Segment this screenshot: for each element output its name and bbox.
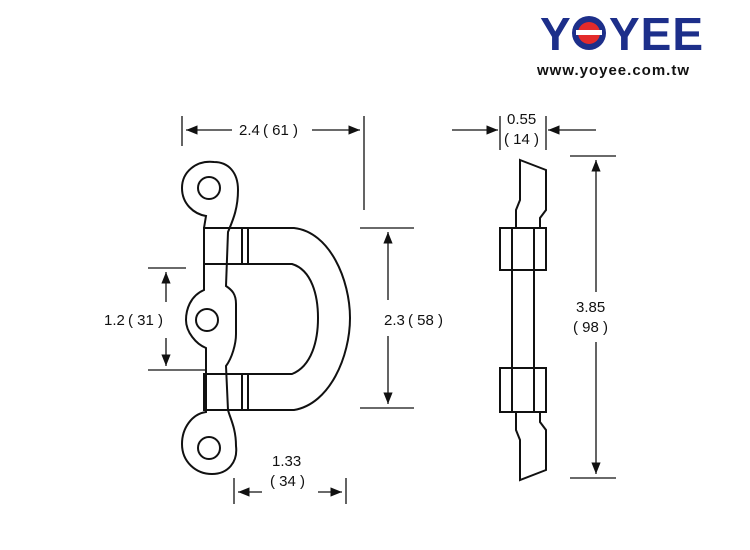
lower-knuckle bbox=[203, 373, 249, 411]
middle-hole bbox=[195, 308, 219, 332]
logo-text-right: YEE bbox=[609, 8, 704, 60]
side-upper-knuckle bbox=[499, 227, 547, 271]
loop-depth-mm-label: ( 34 ) bbox=[270, 473, 305, 490]
upper-knuckle bbox=[203, 227, 249, 265]
mounting-plate-outline bbox=[180, 160, 240, 476]
side-profile-bottom bbox=[515, 411, 547, 482]
website-url: www.yoyee.com.tw bbox=[536, 62, 690, 79]
loop-height-label: 2.3 bbox=[384, 312, 405, 329]
logo-o-emblem bbox=[572, 16, 606, 50]
dimension-labels: 2.4 ( 61 ) 0.55 ( 14 ) 1.2 ( 31 ) 2.3 ( … bbox=[104, 111, 608, 490]
top-hole bbox=[197, 176, 221, 200]
total-width-label: 2.4 bbox=[239, 122, 260, 139]
side-profile-top bbox=[515, 158, 547, 229]
side-lower-knuckle bbox=[499, 367, 547, 413]
overall-length-mm-label: ( 98 ) bbox=[573, 319, 608, 336]
dimension-lines bbox=[148, 116, 616, 504]
front-view bbox=[180, 160, 352, 476]
bottom-hole bbox=[197, 436, 221, 460]
logo-text-left: Y bbox=[540, 8, 572, 60]
hole-spacing-label: 1.2 bbox=[104, 312, 125, 329]
d-ring-inner bbox=[246, 263, 320, 375]
loop-depth-label: 1.33 bbox=[272, 453, 301, 470]
hole-spacing-mm-label: ( 31 ) bbox=[128, 312, 163, 329]
total-width-mm-label: ( 61 ) bbox=[263, 122, 298, 139]
overall-length-label: 3.85 bbox=[576, 299, 605, 316]
brand-logo: Y YEE www.yoyee.com.tw bbox=[536, 8, 704, 79]
thickness-mm-label: ( 14 ) bbox=[504, 131, 539, 148]
d-ring-outer bbox=[246, 227, 352, 411]
thickness-label: 0.55 bbox=[507, 111, 536, 128]
side-view bbox=[499, 158, 547, 482]
loop-height-mm-label: ( 58 ) bbox=[408, 312, 443, 329]
